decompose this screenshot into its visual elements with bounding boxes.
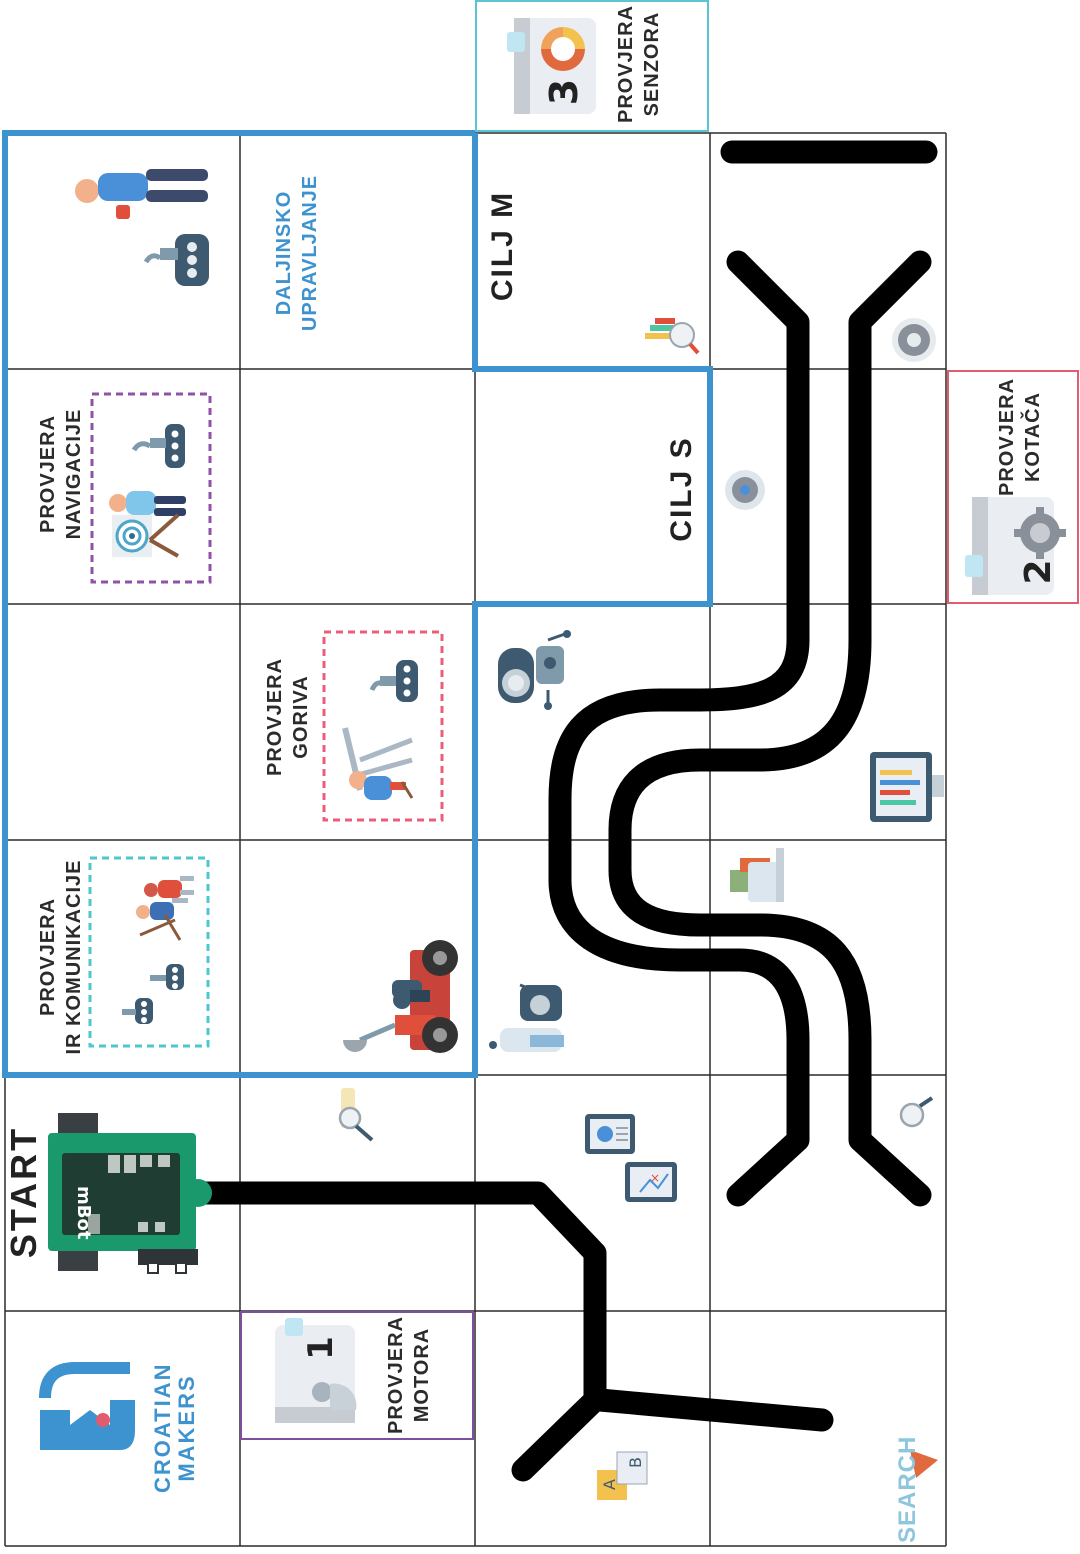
wheel-card-icon: 2: [965, 497, 1066, 595]
chart-search-icon: [645, 318, 700, 355]
ir-line-2: IR KOMUNIKACIJE: [63, 859, 85, 1055]
goal-m-label: CILJ M: [486, 190, 519, 302]
doc-a-label: A: [600, 1479, 619, 1490]
robot-track: [188, 140, 938, 1482]
search-label: SEARCH: [894, 1435, 921, 1543]
motor-card-icon: 1: [275, 1318, 357, 1423]
sensor-line-1: PROVJERA: [615, 4, 637, 124]
navigation-dashed-box: [90, 392, 212, 584]
remote-line-2: UPRAVLJANJE: [299, 174, 321, 332]
ir-dashed-box: [88, 856, 210, 1048]
search-magnifier-icon: [899, 1096, 934, 1128]
brand-line-2: MAKERS: [174, 1374, 199, 1482]
wheel-check-label: PROVJERA KOTAČA: [994, 372, 1048, 502]
motor-check-label: PROVJERA MOTORA: [383, 1310, 437, 1440]
brand-line-1: CROATIAN: [150, 1362, 175, 1493]
motor-line-1: PROVJERA: [385, 1315, 407, 1435]
sensor-card-icon: 3: [507, 18, 596, 114]
search-arrow-icon: [910, 1450, 938, 1478]
motor-line-2: MOTORA: [411, 1327, 433, 1423]
gear-search-icon-2: [725, 470, 765, 510]
search-scroll-icon: [338, 1088, 374, 1142]
sensor-line-2: SENZORA: [641, 11, 663, 117]
sensor-check-label: PROVJERA SENZORA: [613, 0, 667, 129]
remote-control-label: DALJINSKO UPRAVLJANJE: [271, 163, 325, 343]
card-number-1: 1: [301, 1336, 341, 1360]
monitor-chart-icon: [870, 752, 944, 822]
navigation-line-1: PROVJERA: [37, 414, 59, 534]
doc-b-label: B: [626, 1457, 645, 1468]
ir-communication-label: PROVJERA IR KOMUNIKACIJE: [35, 842, 89, 1072]
ir-communication-icon: [122, 876, 194, 1024]
blue-zone-border: [2, 130, 713, 1078]
clipboard-icon: ×: [585, 1114, 677, 1202]
ir-line-1: PROVJERA: [37, 897, 59, 1017]
svg-text:×: ×: [650, 1171, 660, 1185]
goal-s-label: CILJ S: [665, 436, 698, 542]
robot-arm-icon-2: [489, 983, 564, 1052]
fuel-label: PROVJERA GORIVA: [262, 652, 316, 782]
rover-builder-icon: [343, 940, 458, 1053]
brand-label: CROATIAN MAKERS: [150, 1362, 201, 1493]
fuel-line-1: PROVJERA: [264, 657, 286, 777]
engineer-with-robot-icon: [75, 169, 209, 286]
croatian-makers-logo: [39, 1362, 135, 1450]
gear-search-icon: [892, 318, 936, 362]
card-number-2: 2: [1018, 559, 1059, 584]
robot-arm-icon: [498, 630, 571, 710]
navigation-line-2: NAVIGACIJE: [63, 408, 85, 540]
fuel-dashed-box: [322, 630, 444, 822]
wheel-line-2: KOTAČA: [1022, 391, 1044, 483]
mbot-robot: mBot: [48, 1113, 212, 1274]
documents-icon: A B: [597, 1451, 648, 1500]
mbot-label: mBot: [73, 1186, 94, 1240]
card-number-3: 3: [542, 79, 586, 105]
navigation-check-icon: [109, 424, 186, 558]
fuel-line-2: GORIVA: [290, 675, 312, 759]
fuel-check-icon: [342, 660, 418, 800]
bookshelf-icon: [730, 848, 784, 902]
remote-line-1: DALJINSKO: [273, 190, 295, 316]
wheel-line-1: PROVJERA: [996, 377, 1018, 497]
start-label: START: [3, 1125, 44, 1259]
navigation-label: PROVJERA NAVIGACIJE: [35, 394, 89, 554]
